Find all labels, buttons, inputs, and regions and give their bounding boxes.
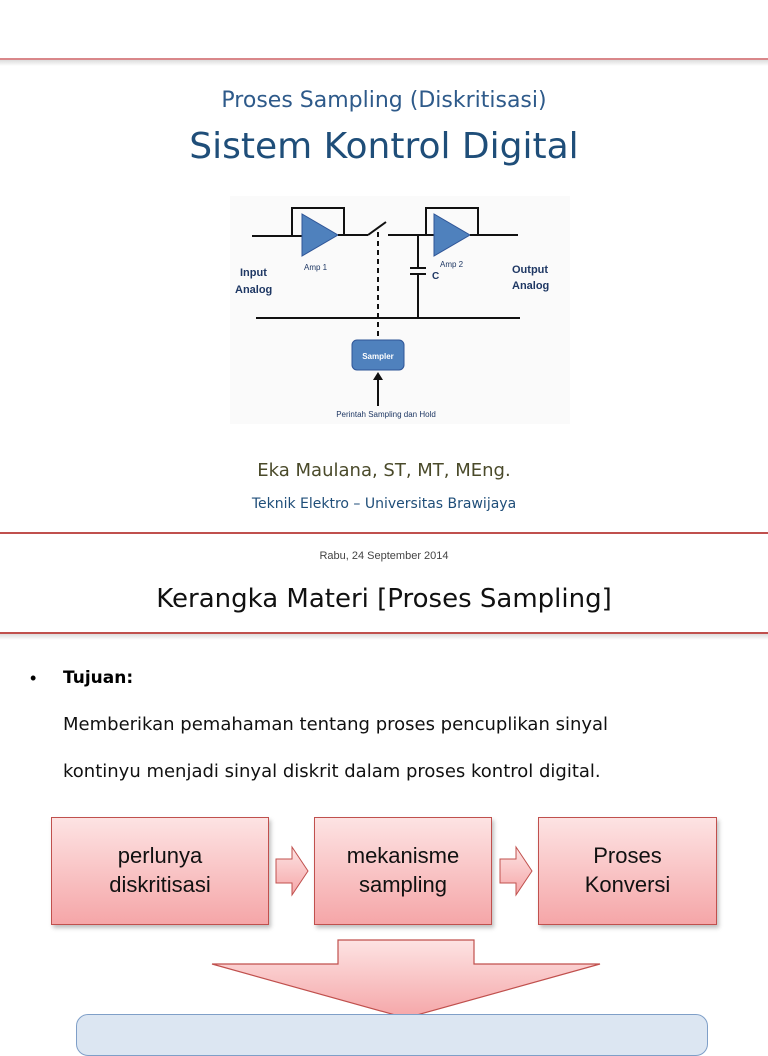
- affiliation: Teknik Elektro – Universitas Brawijaya: [251, 496, 517, 512]
- slide-title: Sistem Kontrol Digital: [189, 126, 579, 167]
- title-divider-shadow: [0, 634, 768, 640]
- down-arrow-icon: [211, 939, 601, 1019]
- amp2-label: Amp 2: [440, 260, 464, 269]
- command-label: Perintah Sampling dan Hold: [336, 410, 436, 419]
- top-divider: [0, 58, 768, 60]
- sample-and-hold-diagram: Input Analog Output Analog Amp 1 Amp 2 C…: [230, 196, 570, 424]
- slide-subtitle: Proses Sampling (Diskritisasi): [221, 88, 547, 113]
- command-arrow-head-icon: [373, 372, 383, 380]
- amp2-triangle-icon: [433, 213, 471, 257]
- flow-box-line-2: sampling: [358, 872, 448, 897]
- capacitor-label: C: [432, 271, 439, 282]
- switch-icon: [367, 221, 387, 236]
- author-name: Eka Maulana, ST, MT, MEng.: [257, 460, 511, 481]
- amp1-feedback-wire: [291, 207, 345, 236]
- bullet-heading: Tujuan:: [63, 668, 134, 688]
- amp2-feedback-wire: [425, 207, 479, 236]
- flow-box-line-2: Konversi: [584, 872, 671, 897]
- top-divider-shadow: [0, 60, 768, 66]
- summary-panel: [76, 1014, 708, 1056]
- bullet-icon: •: [30, 668, 37, 688]
- output-label-1: Output: [512, 264, 548, 276]
- sampler-label: Sampler: [362, 352, 394, 361]
- amp1-label: Amp 1: [304, 263, 328, 272]
- flow-arrow-1-icon: [275, 845, 309, 897]
- body-text-line-2: kontinyu menjadi sinyal diskrit dalam pr…: [63, 761, 601, 782]
- sampler-block: [351, 339, 405, 371]
- flow-box-line-2: diskritisasi: [109, 872, 211, 897]
- input-label-2: Analog: [235, 284, 272, 296]
- slide-date: Rabu, 24 September 2014: [319, 550, 449, 562]
- flow-box-mekanisme-sampling: mekanisme sampling: [314, 817, 492, 925]
- slide-title-2: Kerangka Materi [Proses Sampling]: [156, 584, 612, 614]
- flow-arrow-2-icon: [499, 845, 533, 897]
- output-label-2: Analog: [512, 280, 549, 292]
- flow-box-perlunya-diskritisasi: perlunya diskritisasi: [51, 817, 269, 925]
- flow-box-line-1: perlunya: [117, 843, 203, 869]
- body-text-line-1: Memberikan pemahaman tentang proses penc…: [63, 714, 609, 735]
- flow-box-line-1: mekanisme: [346, 843, 460, 869]
- slide-boundary-top: [0, 532, 768, 534]
- flow-box-line-1: Proses: [593, 843, 662, 869]
- flow-box-proses-konversi: Proses Konversi: [538, 817, 717, 925]
- diagram-background: [230, 196, 570, 424]
- amp1-triangle-icon: [301, 213, 339, 257]
- input-label-1: Input: [240, 267, 267, 279]
- title-divider: [0, 632, 768, 634]
